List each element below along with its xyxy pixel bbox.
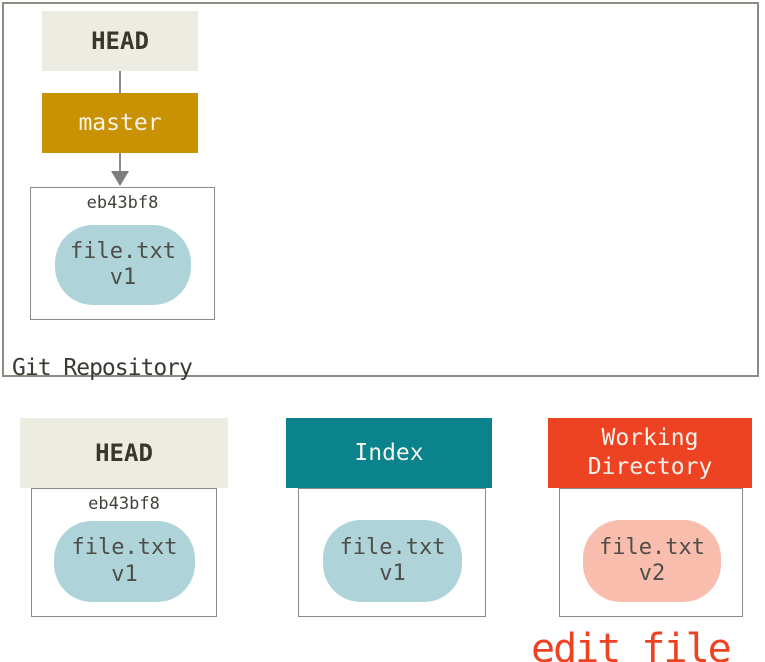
- file-version: v1: [109, 265, 137, 290]
- master-branch-box: master: [42, 93, 198, 153]
- head-ref-box: HEAD: [42, 11, 198, 71]
- head-area-commit-id: eb43bf8: [88, 494, 160, 514]
- head-area-box: eb43bf8 file.txt v1: [31, 488, 217, 617]
- file-name: file.txt: [71, 535, 178, 561]
- index-area-box: file.txt v1: [298, 488, 486, 617]
- index-area-header: Index: [286, 418, 492, 488]
- head-area-file-blob: file.txt v1: [54, 521, 195, 602]
- working-directory-area-box: file.txt v2: [559, 488, 743, 617]
- index-area-file-blob: file.txt v1: [323, 520, 462, 602]
- working-directory-area-header: Working Directory: [548, 418, 752, 488]
- working-directory-file-blob: file.txt v2: [583, 520, 721, 602]
- git-repository-label: Git Repository: [12, 355, 193, 381]
- file-blob-v1: file.txt v1: [55, 225, 191, 305]
- file-name: file.txt: [599, 534, 705, 560]
- head-to-master-connector: [119, 71, 121, 93]
- commit-id: eb43bf8: [86, 193, 159, 213]
- file-version: v2: [638, 561, 666, 586]
- master-to-commit-connector: [119, 153, 121, 172]
- edit-file-annotation: edit file: [531, 626, 732, 662]
- file-name: file.txt: [339, 534, 446, 560]
- file-version: v1: [379, 561, 406, 586]
- head-area-header: HEAD: [20, 418, 228, 488]
- arrowhead-down-icon: [111, 171, 129, 186]
- file-version: v1: [111, 561, 138, 587]
- commit-box: eb43bf8 file.txt v1: [30, 187, 215, 320]
- file-name: file.txt: [70, 238, 176, 264]
